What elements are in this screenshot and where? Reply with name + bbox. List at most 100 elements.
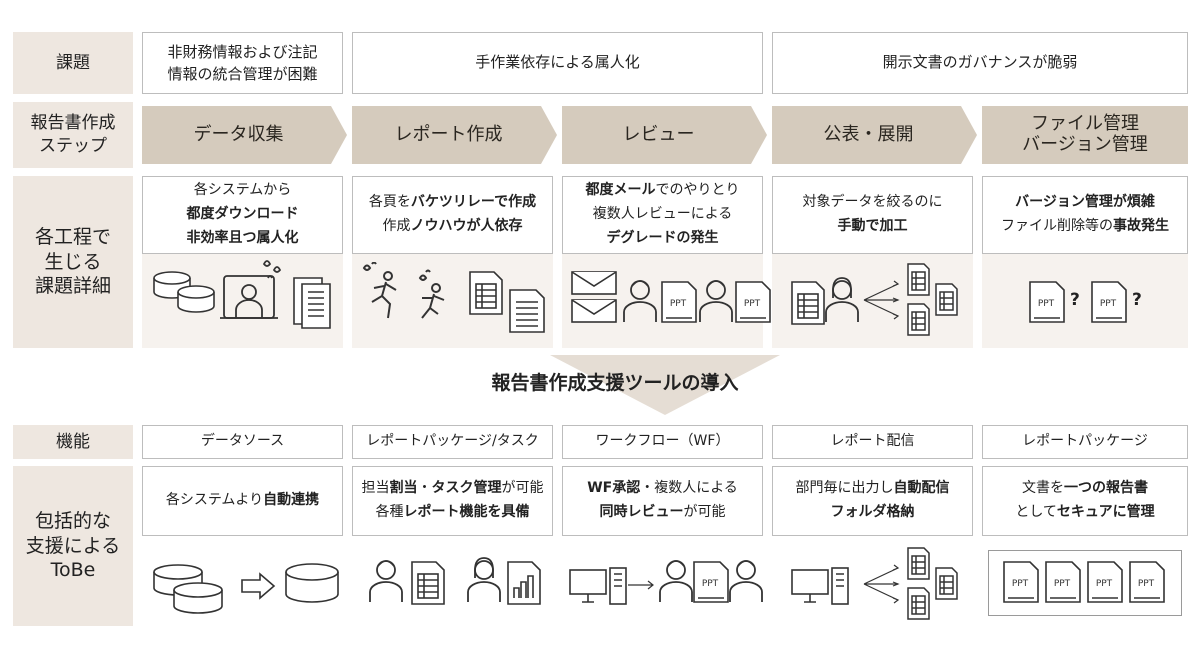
tobe-box-1: 各システムより自動連携 (142, 466, 343, 536)
function-text-5: レポートパッケージ (1022, 433, 1148, 450)
tobe-box-4: 部門毎に出力し自動配信フォルダ格納 (772, 466, 973, 536)
plain-text: 担当 (361, 480, 390, 497)
branch-arrows-icon (862, 562, 902, 606)
text-line: バージョン管理が煩雑 (1015, 191, 1155, 215)
row-label-issue-text: 課題 (56, 52, 90, 73)
emphasis-text: セキュアに管理 (1056, 504, 1155, 520)
emphasis-text: フォルダ格納 (830, 504, 915, 520)
tobe-box-5: 文書を一つの報告書としてセキュアに管理 (982, 466, 1188, 536)
text-line: 都度ダウンロード (187, 203, 299, 227)
person-icon (696, 276, 736, 324)
running-person-icon (360, 262, 460, 324)
function-box-4: レポート配信 (772, 425, 973, 459)
text-line: 各システムより自動連携 (166, 489, 319, 513)
tobe-box-2: 担当割当・タスク管理が可能各種レポート機能を具備 (352, 466, 553, 536)
plain-text: 作成 (382, 218, 411, 234)
sheets-icon (904, 262, 964, 336)
ppt-label: PPT (702, 579, 719, 589)
text-line: としてセキュアに管理 (1015, 501, 1154, 525)
ppt-file-icon: PPT (660, 280, 698, 324)
row-label-function: 機能 (13, 425, 133, 459)
plain-text: 各頁を (368, 194, 411, 211)
tobe-box-3: WF承認・複数人による同時レビューが可能 (562, 466, 763, 536)
row-label-steps: 報告書作成 ステップ (13, 102, 133, 168)
function-box-5: レポートパッケージ (982, 425, 1188, 459)
person-icon (822, 276, 862, 324)
arrow-right-icon (628, 580, 656, 590)
issue-text-1: 非財務情報および注記 情報の統合管理が困難 (167, 42, 318, 84)
down-arrow-shape (550, 355, 780, 415)
plain-text: が可能 (501, 480, 544, 497)
text-line: 担当割当・タスク管理が可能 (362, 477, 544, 501)
plain-text: として (1015, 504, 1057, 520)
function-text-2: レポートパッケージ/タスク (366, 433, 539, 450)
emphasis-text: バージョン管理が煩雑 (1015, 194, 1155, 211)
step-chevron-1: データ収集 (142, 106, 347, 164)
function-box-1: データソース (142, 425, 343, 459)
issue-box-1: 非財務情報および注記 情報の統合管理が困難 (142, 32, 343, 94)
plain-text: 文書を (1022, 480, 1064, 497)
row-label-issue: 課題 (13, 32, 133, 94)
text-line: 同時レビューが可能 (600, 501, 726, 525)
plain-text: ・ (417, 480, 432, 497)
text-line: 作成ノウハウが人依存 (383, 215, 523, 239)
text-line: フォルダ格納 (831, 501, 915, 525)
ppt-label: PPT (1038, 299, 1055, 309)
person-icon (656, 556, 696, 604)
step-shape (772, 106, 977, 164)
plain-text: 対象データを絞るのに (802, 194, 943, 211)
row-label-function-text: 機能 (56, 431, 90, 452)
function-box-2: レポートパッケージ/タスク (352, 425, 553, 459)
ppt-file-icon: PPT (1086, 560, 1124, 604)
text-line: 部門毎に出力し自動配信 (796, 477, 950, 501)
person-icon (464, 556, 504, 604)
emphasis-text: 非効率且つ属人化 (186, 229, 299, 246)
ppt-label: PPT (1012, 579, 1029, 589)
text-line: 対象データを絞るのに (803, 191, 943, 215)
emphasis-text: 手動で加工 (837, 218, 908, 234)
person-icon (366, 556, 406, 604)
bar-chart-file-icon (506, 560, 542, 606)
question-mark: ? (1070, 290, 1080, 310)
detail-box-2: 各頁をバケツリレーで作成作成ノウハウが人依存 (352, 176, 553, 254)
person-icon (620, 276, 660, 324)
step-chevron-2: レポート作成 (352, 106, 557, 164)
ppt-label: PPT (670, 299, 687, 309)
arrow-fill (550, 355, 780, 415)
text-line: 非効率且つ属人化 (187, 227, 299, 251)
function-text-1: データソース (200, 433, 285, 450)
ppt-file-icon: PPT (734, 280, 772, 324)
emphasis-text: デグレードの発生 (606, 229, 719, 246)
emphasis-text: バケツリレーで作成 (410, 194, 537, 211)
plain-text: 各システムから (193, 182, 292, 199)
plain-text: ・複数人による (640, 480, 738, 497)
ppt-file-icon: PPT (1090, 280, 1128, 324)
step-shape (142, 106, 347, 164)
text-line: デグレードの発生 (607, 227, 719, 251)
database-icon (150, 262, 220, 314)
plain-text: 部門毎に出力し (795, 480, 894, 497)
mail-icon (570, 270, 618, 324)
text-line: 複数人レビューによる (593, 203, 733, 227)
function-text-3: ワークフロー（WF） (595, 433, 730, 450)
ppt-label: PPT (1054, 579, 1071, 589)
issue-text-3: 開示文書のガバナンスが脆弱 (882, 53, 1078, 72)
issue-box-2: 手作業依存による属人化 (352, 32, 763, 94)
text-line: 手動で加工 (838, 215, 908, 239)
person-icon (726, 556, 766, 604)
spreadsheet-icon (790, 280, 826, 326)
emphasis-text: タスク管理 (431, 480, 502, 497)
ppt-file-icon: PPT (692, 560, 730, 604)
detail-box-5: バージョン管理が煩雑ファイル削除等の事故発生 (982, 176, 1188, 254)
issue-box-3: 開示文書のガバナンスが脆弱 (772, 32, 1188, 94)
text-line: 文書を一つの報告書 (1022, 477, 1148, 501)
ppt-label: PPT (744, 299, 761, 309)
detail-box-4: 対象データを絞るのに手動で加工 (772, 176, 973, 254)
spreadsheet-icon (468, 270, 504, 316)
computer-server-icon (790, 566, 850, 606)
spreadsheet-icon (410, 560, 446, 606)
detail-box-1: 各システムから都度ダウンロード非効率且つ属人化 (142, 176, 343, 254)
text-line: ファイル削除等の事故発生 (1001, 215, 1169, 239)
function-text-4: レポート配信 (830, 433, 915, 450)
emphasis-text: 都度ダウンロード (186, 206, 299, 223)
